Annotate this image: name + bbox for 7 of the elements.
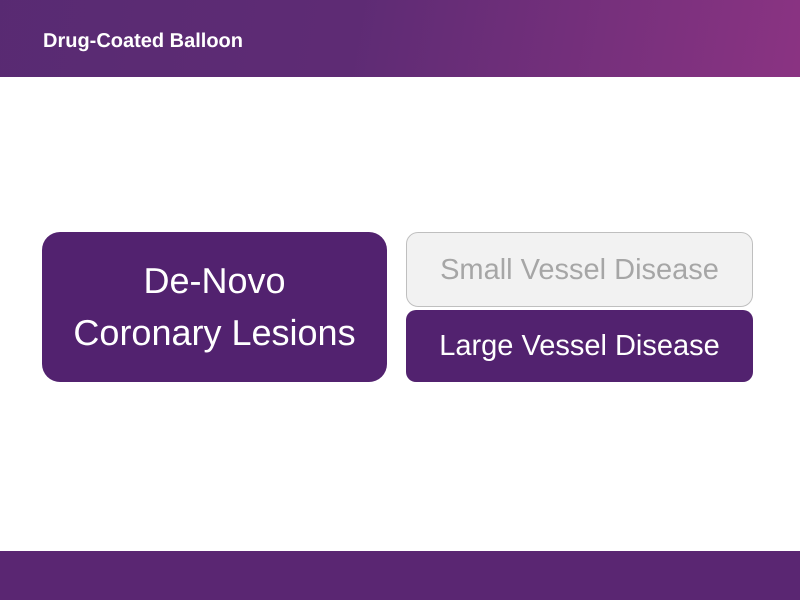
category-label: De-Novo Coronary Lesions [72, 259, 357, 355]
category-box [42, 232, 387, 382]
category-label: Small Vessel Disease [440, 252, 719, 288]
category-box [406, 232, 753, 307]
category-box [406, 310, 753, 382]
slide-title: Drug-Coated Balloon [43, 29, 243, 54]
category-label: Large Vessel Disease [439, 329, 720, 364]
